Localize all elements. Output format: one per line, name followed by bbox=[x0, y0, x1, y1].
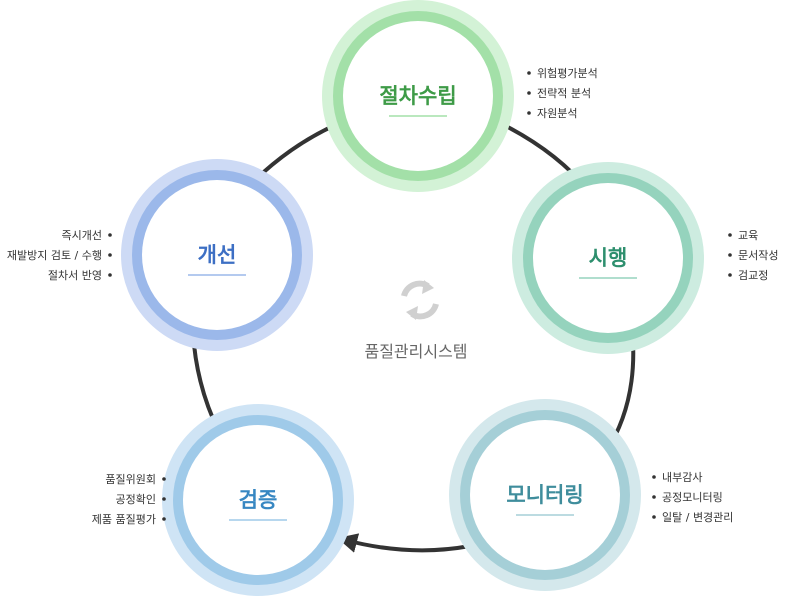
node-title: 시행 bbox=[589, 246, 628, 270]
bullet-text: 문서작성 bbox=[738, 249, 778, 262]
bullet-dot bbox=[162, 477, 166, 481]
bullet-dot bbox=[527, 111, 531, 115]
bullet-dot bbox=[728, 233, 732, 237]
node-title: 개선 bbox=[198, 243, 237, 267]
bullet-text: 위험평가분석 bbox=[537, 67, 598, 80]
bullet-dot bbox=[162, 497, 166, 501]
node-center bbox=[533, 183, 683, 333]
bullet-text: 일탈 / 변경관리 bbox=[662, 510, 733, 524]
node-center bbox=[343, 21, 493, 171]
bullet-dot bbox=[527, 91, 531, 95]
bullet-text: 검교정 bbox=[738, 269, 768, 282]
bullet-dot bbox=[108, 273, 112, 277]
bullet-text: 절차서 반영 bbox=[48, 269, 102, 282]
bullet-dot bbox=[652, 475, 656, 479]
bullet-dot bbox=[108, 253, 112, 257]
center-label: 품질관리시스템 bbox=[364, 342, 467, 361]
bullet-dot bbox=[527, 71, 531, 75]
bullet-dot bbox=[652, 515, 656, 519]
bullet-text: 전략적 분석 bbox=[537, 87, 591, 100]
bullet-text: 제품 품질평가 bbox=[92, 513, 156, 526]
arrow-monitor-to-verify bbox=[337, 533, 471, 553]
bullet-dot bbox=[162, 517, 166, 521]
bullet-dot bbox=[728, 273, 732, 277]
node-center bbox=[183, 425, 333, 575]
bullet-dot bbox=[652, 495, 656, 499]
bullet-text: 재발방지 검토 / 수행 bbox=[7, 249, 102, 262]
node-title: 절차수립 bbox=[379, 84, 456, 108]
node-title: 모니터링 bbox=[506, 483, 583, 507]
center-group: 품질관리시스템 bbox=[364, 280, 468, 361]
recycle-icon bbox=[401, 280, 439, 320]
bullet-text: 내부감사 bbox=[662, 471, 702, 484]
bullet-dot bbox=[728, 253, 732, 257]
bullet-dot bbox=[108, 233, 112, 237]
node-center bbox=[470, 420, 620, 570]
node-title: 검증 bbox=[239, 488, 278, 512]
bullet-text: 공정확인 bbox=[116, 493, 156, 506]
bullet-text: 공정모니터링 bbox=[662, 491, 723, 504]
bullet-text: 품질위원회 bbox=[105, 473, 156, 486]
bullet-text: 자원분석 bbox=[537, 107, 577, 120]
node-center bbox=[142, 180, 292, 330]
bullet-text: 교육 bbox=[738, 229, 758, 242]
bullet-text: 즉시개선 bbox=[62, 229, 102, 242]
